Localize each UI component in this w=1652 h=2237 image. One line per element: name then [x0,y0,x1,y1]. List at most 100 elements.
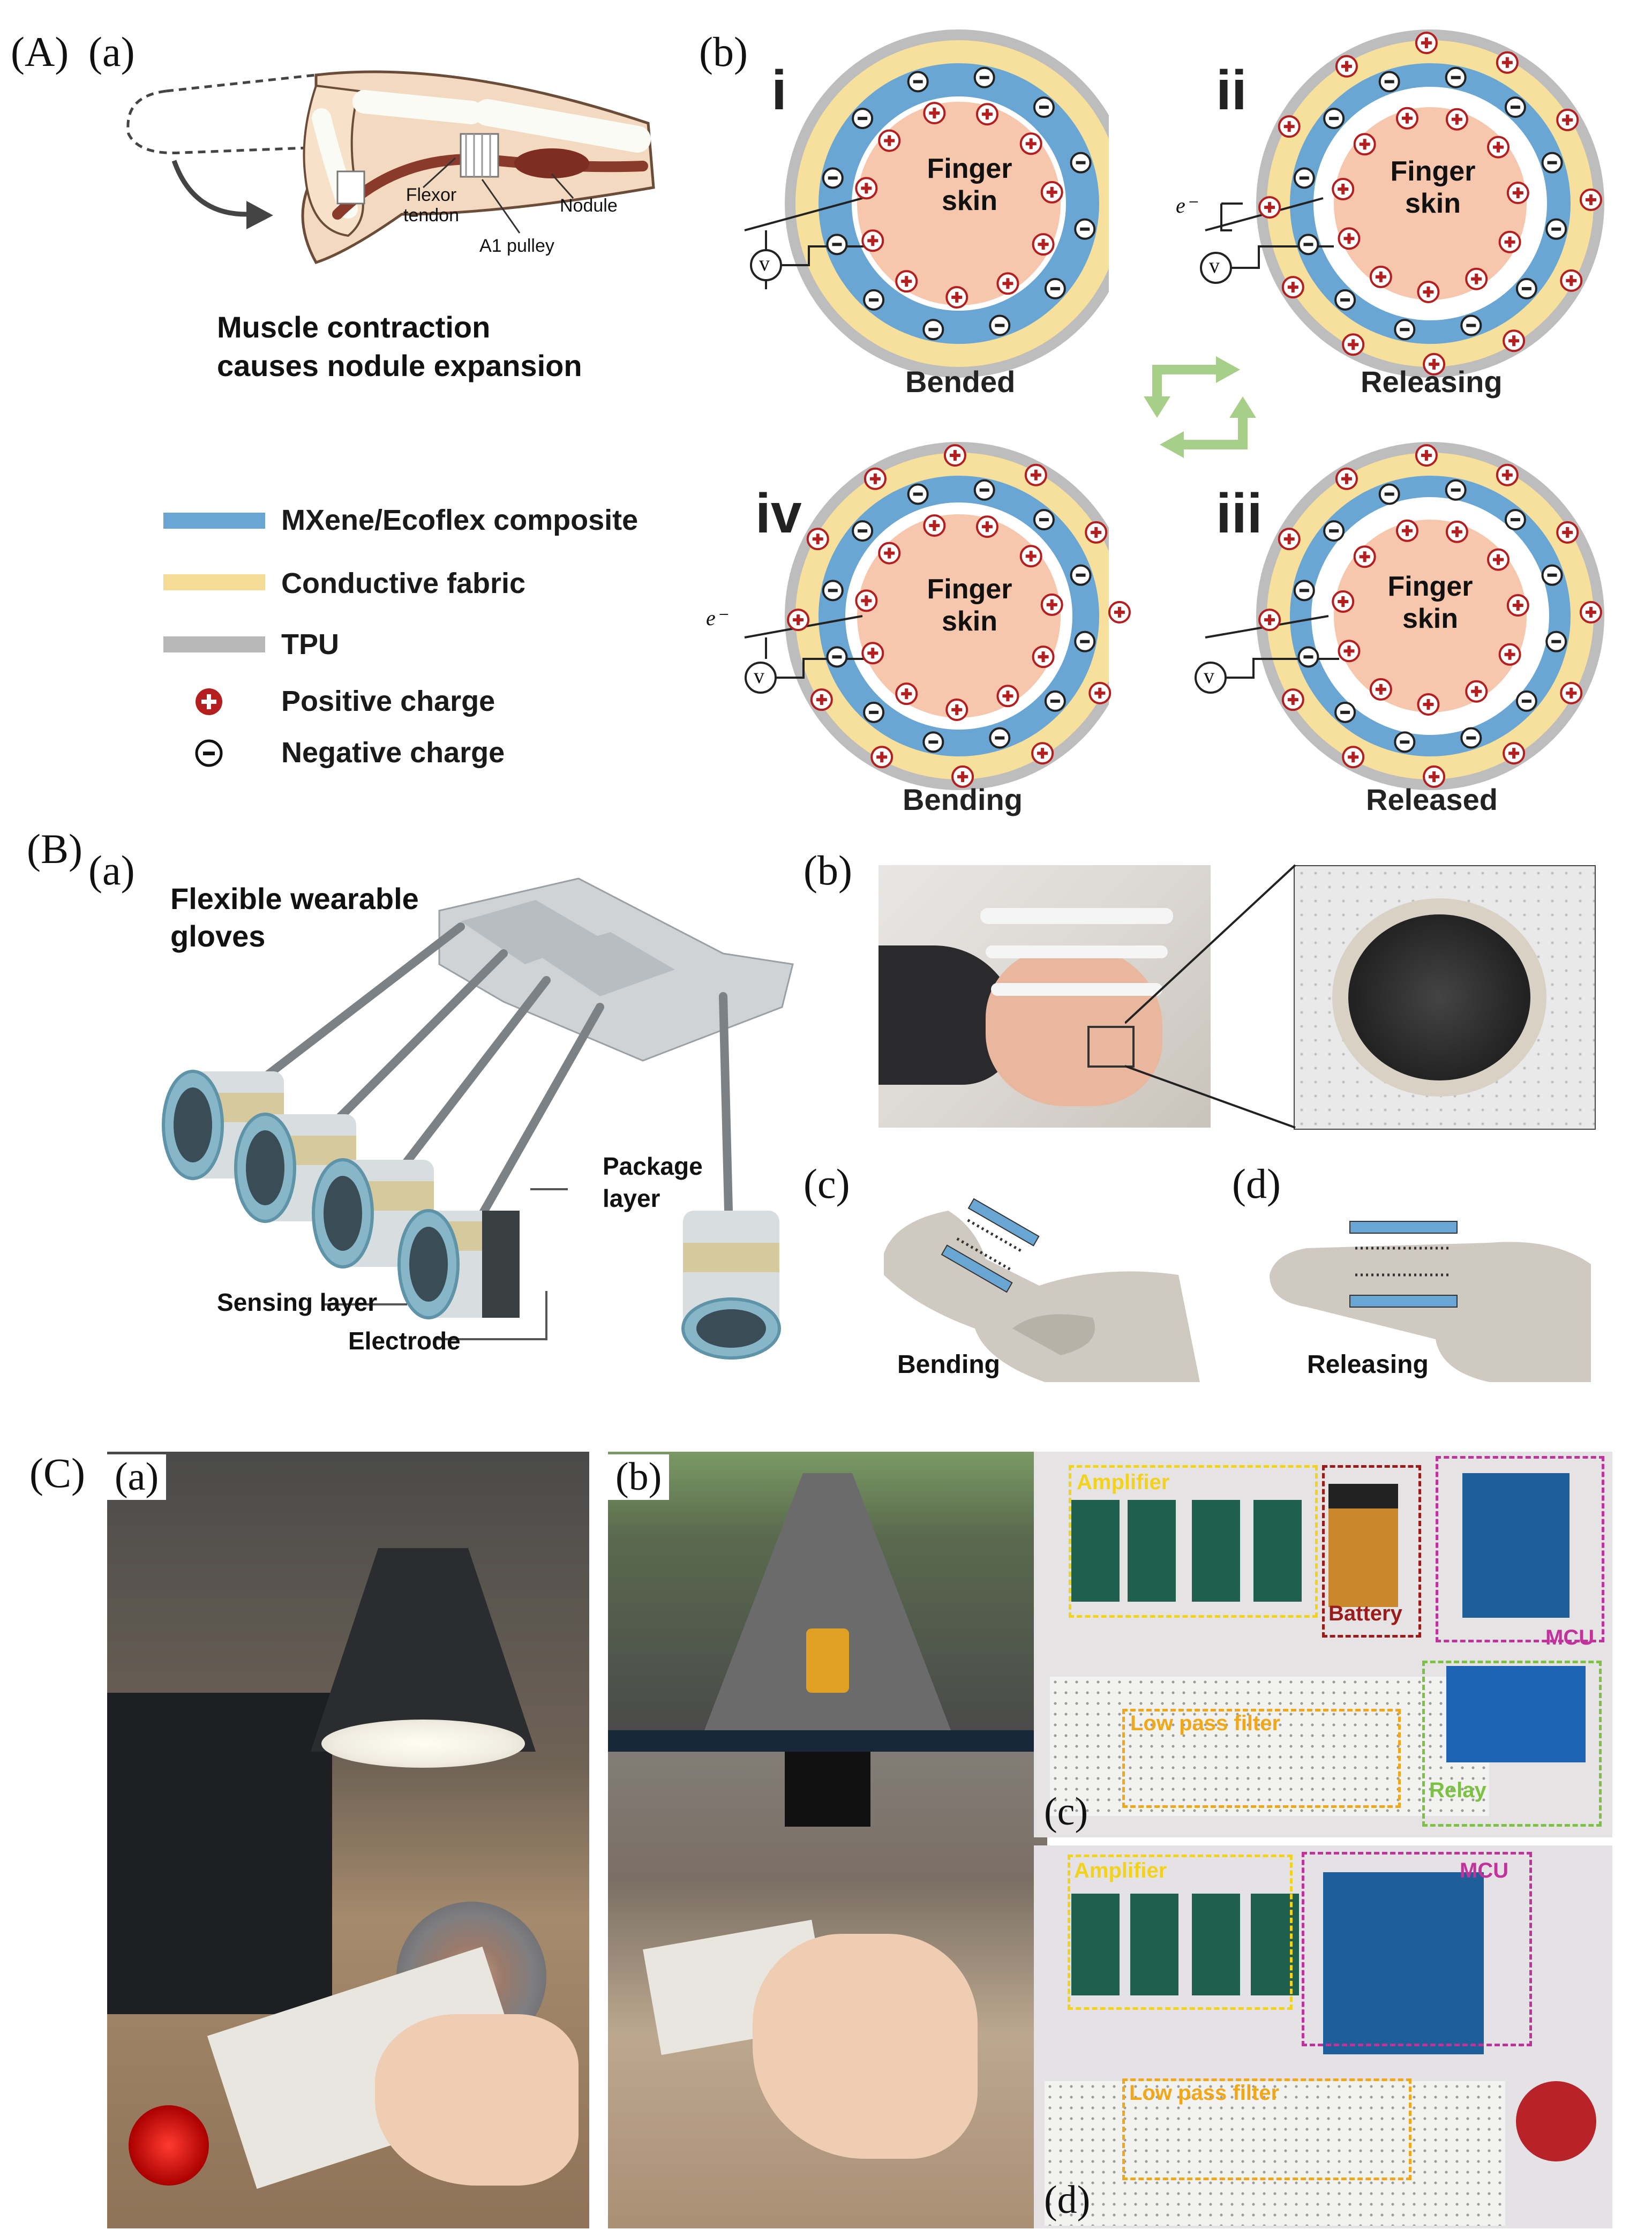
positive-charge-marker [787,609,810,632]
positive-charge-marker [1332,177,1355,200]
cycle-arrows-icon [1144,356,1256,458]
negative-charge-marker [1541,564,1563,586]
releasing-caption: Releasing [1307,1350,1429,1379]
positive-charge-marker [1258,196,1281,219]
positive-charge-marker [870,746,893,769]
finger-releasing-illustration [1270,1221,1591,1382]
positive-charge-marker [1423,352,1446,376]
negative-charge-marker [989,314,1011,336]
finger-bending-illustration [884,1198,1200,1382]
voltmeter-label-iii: v [1204,664,1214,688]
positive-charge-marker [855,589,878,612]
negative-charge-marker [1334,701,1356,723]
negative-charge-marker [1297,234,1319,256]
positive-charge-marker [1032,645,1055,669]
positive-charge-marker [1019,545,1042,568]
finger-skin-label-iv: Finger skin [927,574,1012,637]
negative-charge-marker [1293,580,1315,602]
positive-charge-marker [1332,590,1355,613]
negative-charge-marker [922,319,944,341]
negative-charge-marker [1070,152,1092,174]
positive-charge-marker [1503,329,1526,352]
bending-caption: Bending [897,1350,1000,1379]
negative-charge-marker [1033,509,1055,531]
negative-charge-marker [1541,152,1563,174]
positive-charge-marker [1338,640,1361,663]
positive-charge-marker [878,129,901,152]
battery-box [1322,1465,1421,1638]
negative-charge-marker [1293,167,1315,189]
finger-skin-label-ii: Finger skin [1390,156,1476,219]
finger-skin-label-iii: Finger skin [1387,571,1473,634]
relay-box [1422,1661,1602,1827]
negative-charge-marker [973,479,995,501]
positive-charge-marker [806,528,829,551]
voltmeter-label-i: v [759,251,770,275]
positive-charge-marker [975,515,998,538]
charge-markers-layer [0,0,1652,857]
positive-charge-marker [1369,265,1392,288]
negative-charge-marker [1070,564,1092,586]
panel-label-B: (B) [27,825,82,872]
panel-label-C: (C) [29,1450,85,1496]
a1-pulley-label: A1 pulley [479,236,554,256]
negative-charge-marker [1504,509,1526,531]
zoom-connector-lines [1125,864,1296,1129]
negative-charge-marker [1044,277,1066,299]
positive-charge-marker [1415,444,1438,467]
positive-charge-marker [1338,227,1361,250]
panel-label-A-a: (a) [88,28,135,75]
voltmeter-label-ii: v [1209,253,1220,277]
positive-charge-marker [1445,520,1468,543]
legend-label-fabric: Conductive fabric [281,567,526,599]
positive-charge-marker [1032,233,1055,256]
positive-charge-marker [1335,467,1358,490]
positive-charge-marker [1278,115,1301,138]
positive-charge-marker [861,229,884,252]
negative-charge-marker [1074,218,1096,240]
negative-charge-marker [1378,483,1400,505]
anatomy-caption-line1: Muscle contraction [217,310,491,344]
state-numeral-iii: iii [1216,483,1263,545]
legend-swatch-tpu [163,636,265,652]
negative-charge-marker [822,167,844,189]
positive-charge-marker [1506,594,1529,617]
positive-charge-marker [1423,765,1446,788]
positive-charge-marker [1040,593,1063,616]
sensor-diagram-iv [744,442,1109,790]
negative-charge-marker [1033,96,1055,118]
negative-charge-marker [822,580,844,602]
panel-label-B-c: (c) [804,1160,850,1207]
positive-charge-marker [810,688,833,711]
legend-label-positive: Positive charge [281,685,495,717]
positive-charge-marker [1342,333,1365,356]
positive-charge-marker [1465,680,1488,703]
state-numeral-i: i [771,59,787,122]
negative-charge-marker [1515,277,1537,299]
negative-charge-marker [1515,690,1537,712]
positive-charge-marker [1506,182,1529,205]
positive-charge-icon [196,688,222,715]
positive-charge-marker [1395,519,1418,542]
positive-charge-marker [923,514,946,537]
positive-charge-marker [1487,548,1510,571]
positive-charge-marker [923,102,946,125]
negative-charge-marker [852,520,874,542]
voltmeter-label-iv: v [754,664,764,688]
negative-charge-marker [1504,96,1526,118]
positive-charge-marker [996,272,1019,295]
negative-charge-marker [826,234,848,256]
flexor-tendon-label: Flexor tendon [403,185,459,226]
anatomy-caption-line2: causes nodule expansion [217,349,582,382]
positive-charge-marker [975,103,998,126]
positive-charge-marker [1108,600,1131,624]
positive-charge-marker [1417,693,1440,716]
positive-charge-marker [1560,269,1583,292]
panel-label-C-a: (a) [107,1454,167,1500]
electron-label-ii: e⁻ [1176,193,1197,217]
amplifier-label-c: Amplifier [1077,1470,1170,1494]
positive-charge-marker [1040,181,1063,204]
negative-charge-marker [907,483,929,505]
finger-skin-label-i: Finger skin [927,153,1012,216]
negative-charge-marker [973,66,995,88]
